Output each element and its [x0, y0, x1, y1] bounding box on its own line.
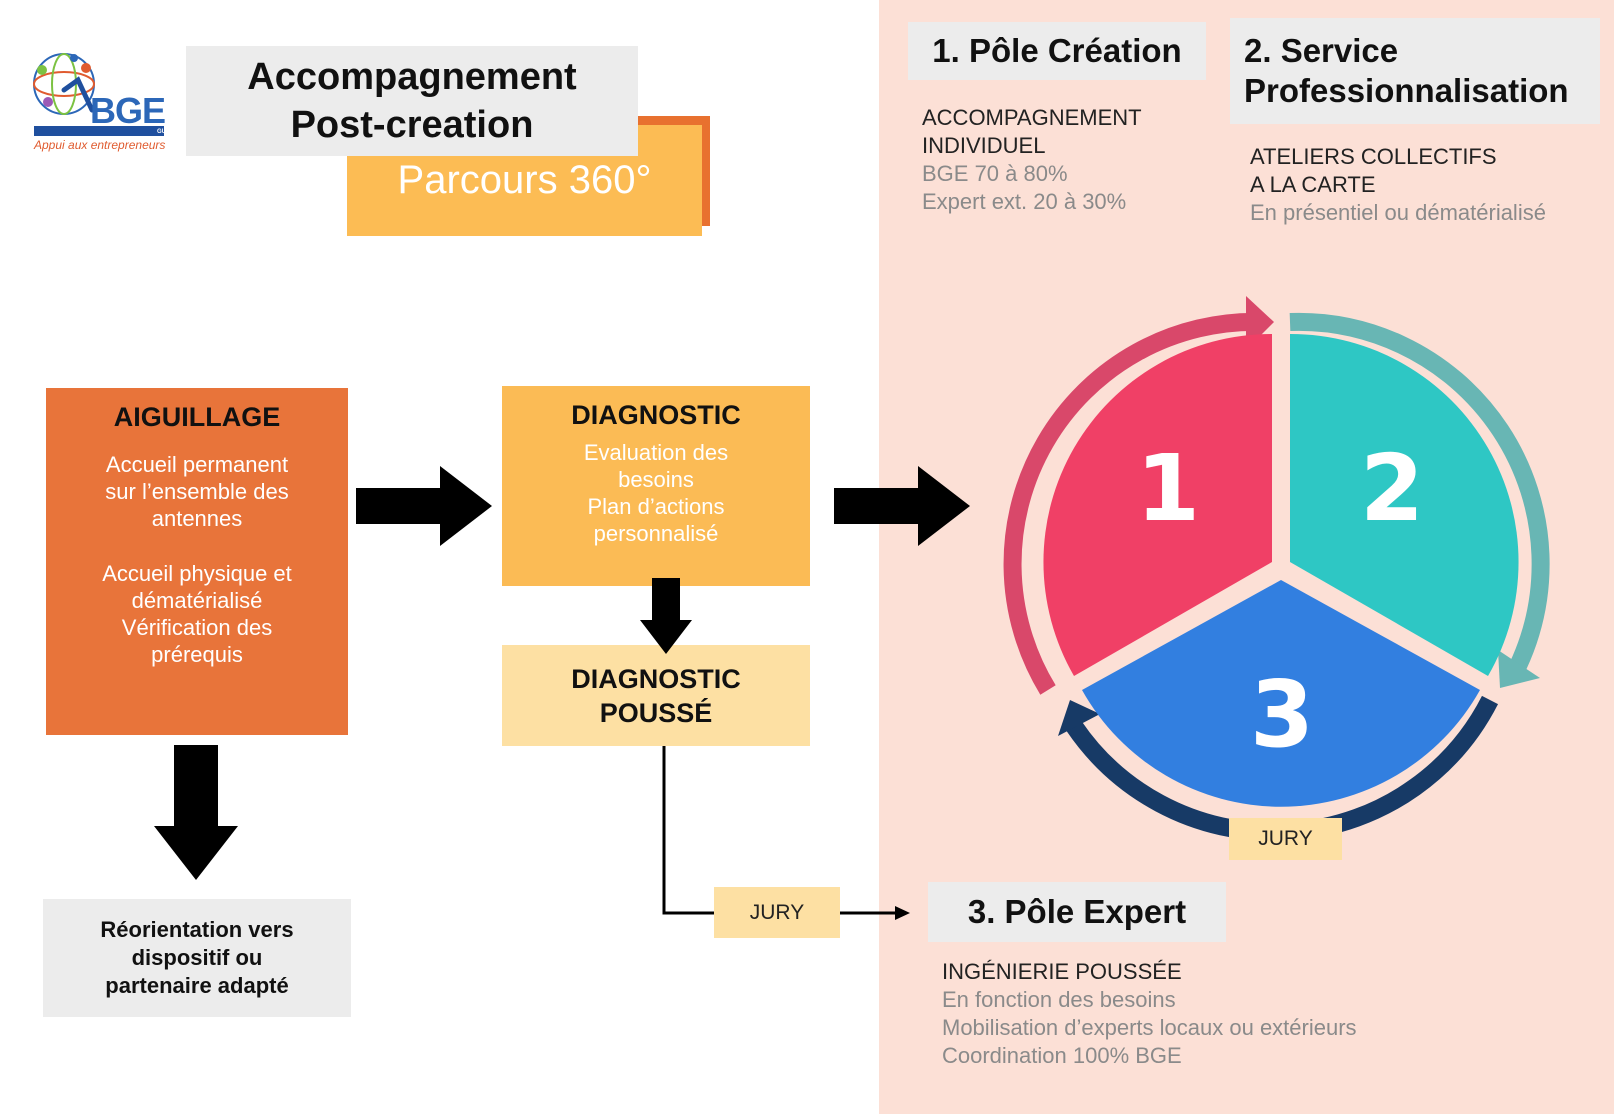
aiguillage-line: sur l’ensemble des	[105, 479, 289, 504]
reorientation-line: Réorientation vers	[100, 917, 294, 942]
logo-tagline: Appui aux entrepreneurs	[34, 138, 166, 152]
pole2-title-line-1: 2. Service	[1244, 32, 1399, 69]
logo-name: BGE	[90, 90, 166, 131]
reorientation-line: dispositif ou	[131, 945, 263, 970]
connector-line	[662, 746, 714, 915]
pole3-detail: En fonction des besoins	[942, 987, 1176, 1012]
globe-icon	[33, 53, 95, 115]
pole1-heading: ACCOMPAGNEMENT	[922, 105, 1142, 130]
pole3-detail: Mobilisation d’experts locaux ou extérie…	[942, 1015, 1357, 1040]
cycle-segment-2	[1290, 333, 1519, 676]
diagnostic-line: personnalisé	[593, 521, 719, 546]
pole2-title-line-2: Professionnalisation	[1244, 72, 1569, 109]
cycle-arrowhead-2	[1498, 650, 1540, 688]
arrow-right-icon	[356, 466, 492, 546]
aiguillage-line: Vérification des	[121, 615, 273, 640]
arrow-down-icon	[640, 578, 692, 654]
cycle-arrowhead-3	[1058, 700, 1100, 736]
aiguillage-line: Accueil physique et	[102, 561, 292, 586]
diagnostic-pousse-line-2: POUSSÉ	[599, 697, 713, 728]
diagnostic-title: DIAGNOSTIC	[571, 400, 741, 430]
cycle-arrow-2	[1289, 312, 1550, 670]
cycle-segment-3	[1082, 580, 1480, 807]
pole3-title: 3. Pôle Expert	[928, 882, 1226, 942]
cycle-segment-1	[1043, 333, 1272, 676]
cycle-label-1: 1	[1136, 435, 1200, 542]
aiguillage-line: dématérialisé	[131, 588, 263, 613]
aiguillage-title: AIGUILLAGE	[113, 402, 281, 432]
pole2-title: 2. Service Professionnalisation	[1230, 18, 1600, 124]
cycle-label-3: 3	[1250, 661, 1314, 768]
title-line-2: Post-creation	[290, 104, 534, 146]
pole1-detail: Expert ext. 20 à 30%	[922, 189, 1127, 214]
pole3-heading: INGÉNIERIE POUSSÉE	[942, 959, 1182, 984]
connector-arrowhead	[895, 906, 910, 920]
logo-bar	[34, 126, 164, 136]
logo-region: GUYANE	[157, 129, 183, 135]
pole2-description: ATELIERS COLLECTIFS A LA CARTE En présen…	[1250, 143, 1546, 227]
reorientation-box: Réorientation vers dispositif ou partena…	[43, 899, 351, 1017]
aiguillage-line: antennes	[151, 506, 243, 531]
cycle-arrow-1	[1003, 312, 1263, 695]
jury-label: JURY	[714, 887, 840, 938]
pole2-detail: En présentiel ou dématérialisé	[1250, 200, 1546, 225]
pole3-description: INGÉNIERIE POUSSÉE En fonction des besoi…	[942, 958, 1357, 1070]
title-line-1: Accompagnement	[247, 56, 577, 98]
diagnostic-line: besoins	[618, 467, 694, 492]
jury-label: JURY	[1229, 818, 1342, 860]
page-title: Accompagnement Post-creation	[186, 46, 638, 156]
pole1-description: ACCOMPAGNEMENT INDIVIDUEL BGE 70 à 80% E…	[922, 104, 1142, 216]
aiguillage-box: AIGUILLAGE Accueil permanent sur l’ensem…	[46, 388, 348, 735]
bge-logo: BGE GUYANE Appui aux entrepreneurs	[28, 50, 182, 160]
pole1-detail: BGE 70 à 80%	[922, 161, 1068, 186]
diagnostic-pousse-box: DIAGNOSTIC POUSSÉ	[502, 645, 810, 746]
diagnostic-pousse-line-1: DIAGNOSTIC	[571, 663, 741, 694]
aiguillage-line: Accueil permanent	[105, 452, 289, 477]
reorientation-line: partenaire adapté	[105, 973, 289, 998]
diagnostic-line: Evaluation des	[583, 440, 729, 465]
pole2-heading: ATELIERS COLLECTIFS	[1250, 144, 1497, 169]
pole2-heading: A LA CARTE	[1250, 172, 1376, 197]
arrow-right-icon	[834, 466, 970, 546]
arrow-down-icon	[154, 745, 238, 880]
cycle-label-2: 2	[1360, 435, 1424, 542]
pole3-detail: Coordination 100% BGE	[942, 1043, 1182, 1068]
diagnostic-line: Plan d’actions	[587, 494, 725, 519]
pole1-heading: INDIVIDUEL	[922, 133, 1046, 158]
pole1-title: 1. Pôle Création	[908, 22, 1206, 80]
aiguillage-line: prérequis	[151, 642, 243, 667]
diagnostic-box: DIAGNOSTIC Evaluation des besoins Plan d…	[502, 386, 810, 586]
